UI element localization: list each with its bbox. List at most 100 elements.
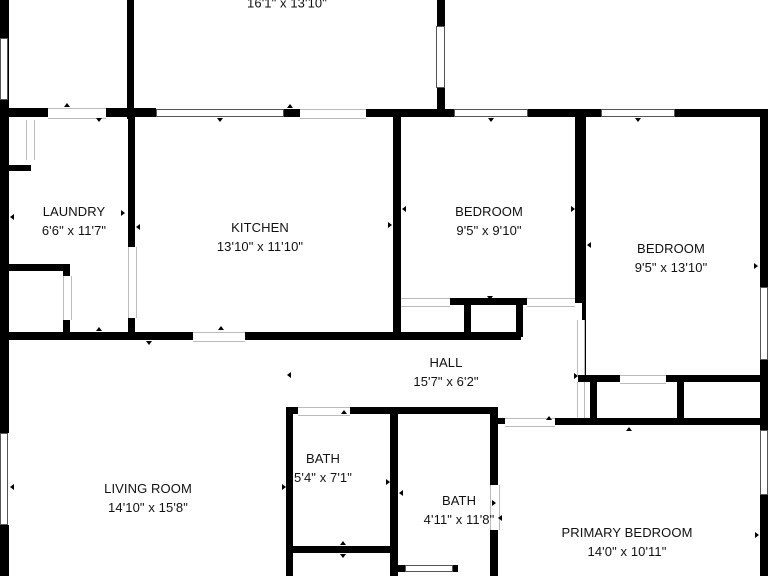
wall (578, 375, 620, 382)
door (577, 320, 585, 375)
wall (528, 109, 601, 117)
marker (341, 410, 347, 414)
door (128, 247, 137, 318)
marker (402, 206, 406, 212)
marker (287, 372, 291, 378)
room-dims: 14'10" x 15'8" (108, 500, 188, 515)
marker (121, 210, 125, 216)
window (454, 109, 528, 117)
marker (754, 263, 758, 269)
marker (571, 206, 575, 212)
room-label-hall: HALL 15'7" x 6'2" (413, 353, 478, 391)
wall (390, 407, 398, 576)
room-dims: 13'10" x 11'10" (216, 239, 304, 254)
window (405, 565, 453, 572)
wall (63, 320, 70, 340)
marker (136, 224, 140, 230)
wall (284, 109, 300, 117)
wall (677, 375, 684, 425)
window (760, 430, 768, 495)
window (601, 109, 675, 117)
window (760, 287, 768, 360)
wall (366, 109, 454, 117)
wall (666, 375, 768, 382)
wall (9, 332, 193, 340)
room-name: BATH (305, 451, 341, 466)
wall (760, 495, 768, 576)
marker (10, 214, 14, 220)
marker (498, 515, 502, 521)
door (298, 407, 350, 416)
wall (245, 332, 521, 340)
marker (340, 554, 346, 558)
marker (487, 296, 493, 300)
wall (0, 525, 9, 576)
wall (555, 418, 768, 425)
room-label-bedroom-1: BEDROOM 9'5" x 9'10" (455, 202, 523, 240)
marker (386, 479, 390, 485)
wall (516, 303, 523, 337)
wall (575, 117, 583, 303)
wall (127, 0, 134, 119)
door (577, 382, 585, 418)
wall (582, 117, 586, 379)
wall (106, 108, 156, 117)
wall (590, 375, 597, 425)
marker (287, 104, 293, 108)
room-dims: 4'11" x 11'8" (423, 512, 495, 527)
marker (546, 416, 552, 420)
marker (587, 242, 591, 248)
marker (96, 327, 102, 331)
wall (9, 165, 31, 171)
window (0, 433, 8, 525)
marker (574, 373, 578, 379)
room-label-kitchen: KITCHEN 13'10" x 11'10" (217, 218, 303, 256)
marker (635, 118, 641, 122)
room-name: LIVING ROOM (104, 481, 192, 496)
room-dims: 6'6" x 11'7" (41, 223, 107, 238)
door (527, 298, 575, 307)
room-dims: 16'1" x 13'10" (247, 0, 327, 11)
wall (464, 298, 471, 335)
wall (490, 407, 498, 485)
room-dims: 9'5" x 9'10" (456, 223, 522, 238)
wall (0, 108, 9, 433)
marker (146, 341, 152, 345)
marker (96, 118, 102, 122)
room-name: HALL (429, 355, 463, 370)
wall (0, 108, 48, 117)
room-label-primary-bedroom: PRIMARY BEDROOM 14'0" x 10'11" (561, 523, 692, 561)
room-dims: 5'4" x 7'1" (294, 470, 352, 485)
room-dims: 9'5" x 13'10" (634, 260, 708, 275)
wall (293, 546, 390, 553)
window (156, 109, 284, 117)
wall (760, 117, 768, 287)
door (490, 485, 500, 530)
room-dims: 15'7" x 6'2" (413, 374, 479, 389)
marker (218, 326, 224, 330)
wall (9, 264, 70, 271)
wall (350, 407, 498, 414)
door (48, 108, 106, 119)
wall (128, 318, 135, 340)
room-name: LAUNDRY (42, 204, 106, 219)
room-name: PRIMARY BEDROOM (561, 525, 693, 540)
room-label-bath-2: BATH 4'11" x 11'8" (424, 491, 495, 529)
wall (393, 117, 401, 339)
wall (675, 109, 768, 117)
marker (399, 490, 403, 496)
door (620, 375, 666, 384)
door (193, 332, 245, 342)
marker (282, 484, 286, 490)
wall (63, 264, 70, 276)
marker (488, 118, 494, 122)
wall (497, 418, 505, 424)
marker (755, 532, 759, 538)
door (505, 418, 555, 427)
marker (64, 103, 70, 107)
marker (626, 427, 632, 431)
door (300, 109, 366, 119)
marker (388, 222, 392, 228)
room-label-living-room: LIVING ROOM 14'10" x 15'8" (104, 479, 192, 517)
